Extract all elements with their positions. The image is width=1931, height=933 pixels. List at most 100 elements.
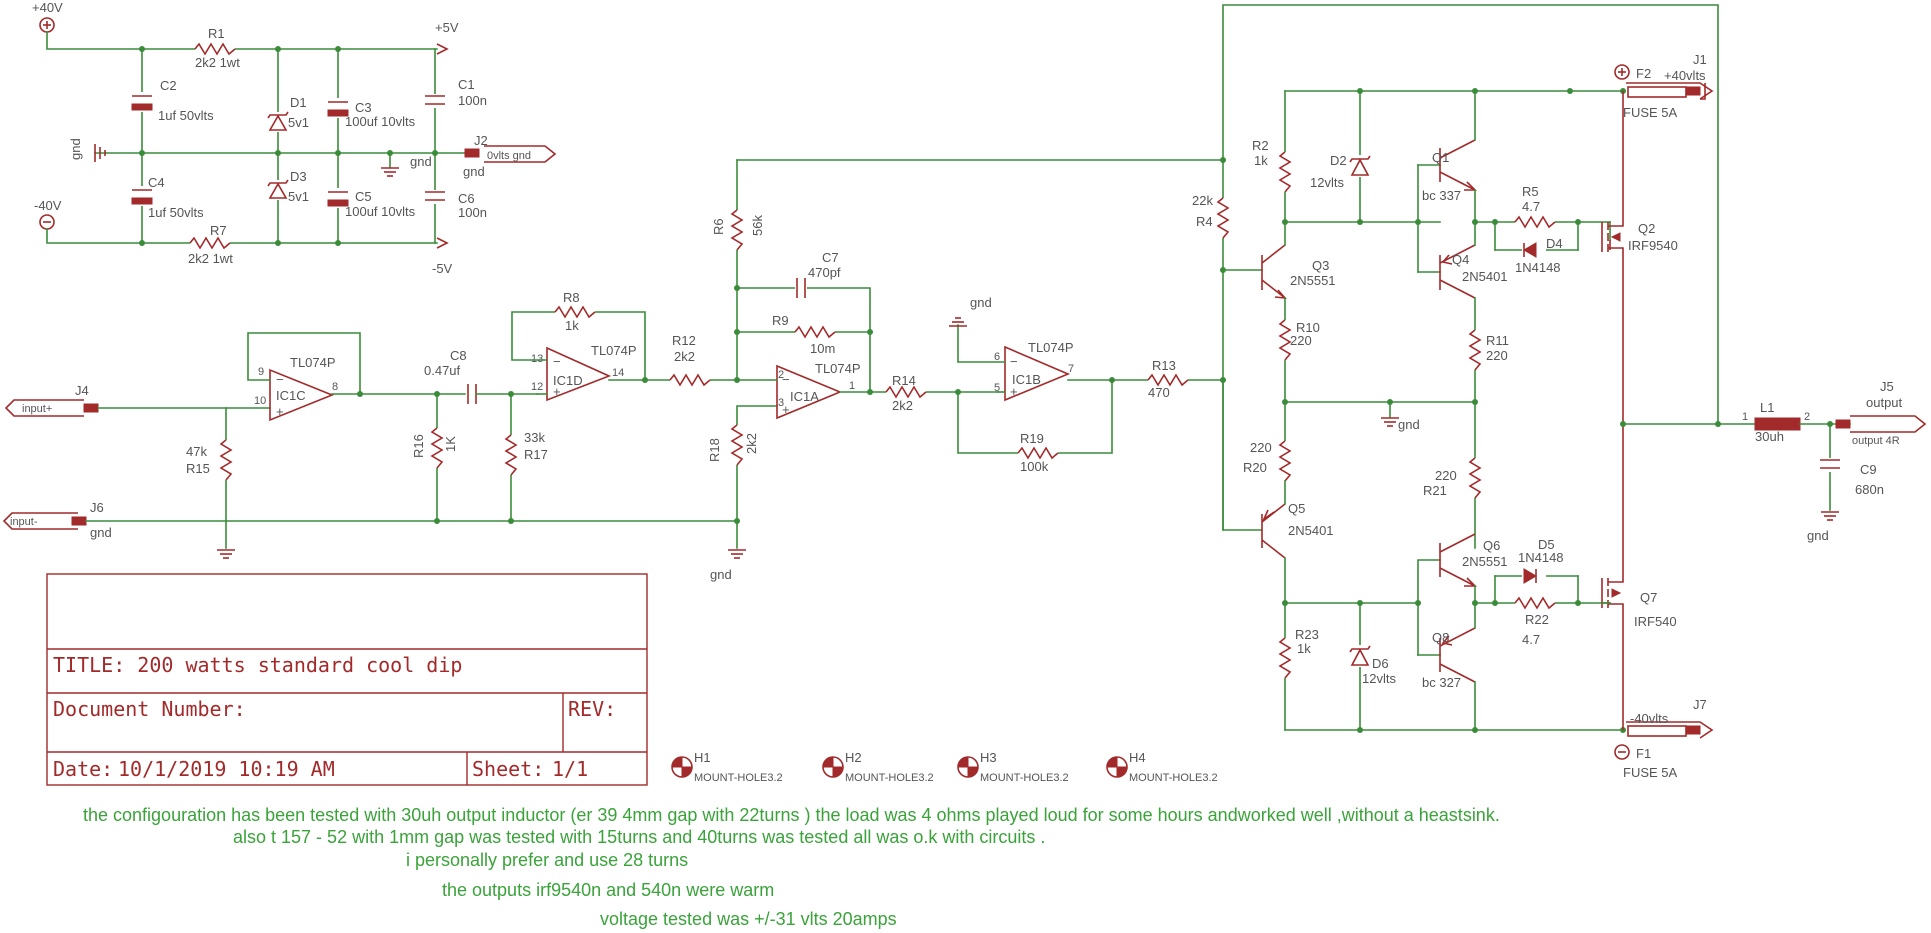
d5-name: D5 [1538,537,1555,552]
d1-name: D1 [290,95,307,110]
f2-name: F2 [1636,66,1651,81]
r6-name: R6 [711,218,726,235]
l1-value: 30uh [1755,429,1784,444]
r16-name: R16 [411,434,426,458]
power-supply-section: +40V +5V R1 2k2 1wt -40V -5V R7 2k2 1wt … [32,0,557,276]
title-block: TITLE: 200 watts standard cool dip Docum… [46,573,648,786]
q1-value: bc 337 [1422,188,1461,203]
j6-connector-icon [71,516,87,526]
gnd-icon-bias [1380,417,1400,427]
ic1c-pin10: 10 [254,395,266,407]
r1-value: 2k2 1wt [195,55,240,70]
ic1d-pin14: 14 [612,367,624,379]
r7-name: R7 [210,223,227,238]
note-line: voltage tested was +/-31 vlts 20amps [600,909,897,929]
h1-name: H1 [694,750,711,765]
ic1d-pin12: 12 [531,381,543,393]
r20-resistor-icon [1278,440,1292,482]
d1-value: 5v1 [288,115,309,130]
f2-fuse-icon [1627,86,1687,98]
r13-name: R13 [1152,358,1176,373]
d4-name: D4 [1546,236,1563,251]
r19-resistor-icon [1017,446,1059,460]
j7-name: J7 [1693,697,1707,712]
j6-name: J6 [90,500,104,515]
ic1d-part: TL074P [591,343,637,358]
r8-value: 1k [565,318,579,333]
r19-name: R19 [1020,431,1044,446]
r2-value: 1k [1254,153,1268,168]
r6-resistor-icon [730,209,744,251]
h4-part: MOUNT-HOLE3.2 [1129,772,1218,784]
q4-value: 2N5401 [1462,269,1508,284]
r20-value: 220 [1250,440,1272,455]
input-stage-section: input+ J4 input- J6 gnd 47k R15 TL074P I… [2,159,1224,582]
d5-value: 1N4148 [1518,550,1564,565]
plus-5v-label: +5V [435,20,459,35]
date-label: Date: [53,757,113,781]
d6-value: 12vlts [1362,671,1396,686]
j4-label: input+ [22,403,52,415]
gnd-label-bias: gnd [1398,417,1420,432]
r17-resistor-icon [504,434,518,476]
j1-value: +40vlts [1664,68,1706,83]
f1-fuse-icon [1627,725,1687,737]
mount-hole-h1: H1 MOUNT-HOLE3.2 [671,750,783,784]
gnd-icon-r18 [727,549,747,559]
h1-part: MOUNT-HOLE3.2 [694,772,783,784]
q7-name: Q7 [1640,590,1657,605]
r21-value: 220 [1435,468,1457,483]
sheet-label: Sheet: [472,757,544,781]
ic1a-part: TL074P [815,361,861,376]
gnd-icon-c9 [1820,511,1840,521]
r11-value: 220 [1486,348,1508,363]
ic1d-name: IC1D [553,373,583,388]
c5-capacitor-icon [327,199,349,207]
mount-holes: H1 MOUNT-HOLE3.2 H2 MOUNT-HOLE3.2 H3 MOU… [671,750,1218,784]
r23-value: 1k [1297,641,1311,656]
j2-value: 0vlts gnd [487,150,531,162]
r22-name: R22 [1525,612,1549,627]
r13-resistor-icon [1147,373,1189,387]
c1-name: C1 [458,77,475,92]
minus-5v-label: -5V [432,261,453,276]
c9-gnd: gnd [1807,528,1829,543]
l1-name: L1 [1760,400,1774,415]
r4-resistor-icon [1216,197,1230,239]
title-text: TITLE: 200 watts standard cool dip [53,653,462,677]
f2-value: FUSE 5A [1623,105,1678,120]
c3-value: 100uf 10vlts [345,114,416,129]
r21-name: R21 [1423,483,1447,498]
ic1a-pin3: 3 [778,397,784,409]
h3-name: H3 [980,750,997,765]
c4-name: C4 [148,175,165,190]
r7-value: 2k2 1wt [188,251,233,266]
q3-value: 2N5551 [1290,273,1336,288]
r13-value: 470 [1148,385,1170,400]
j6-gnd: gnd [90,525,112,540]
ic1b-pin7: 7 [1068,363,1074,375]
c7-name: C7 [822,250,839,265]
r9-resistor-icon [794,325,836,339]
design-notes: the configouration has been tested with … [83,805,1500,929]
gnd-label-ic1b: gnd [970,295,992,310]
gnd-label-r18: gnd [710,567,732,582]
d3-name: D3 [290,169,307,184]
c8-value: 0.47uf [424,363,461,378]
j7-value: -40vlts [1630,711,1669,726]
d2-zener-icon [1350,158,1370,176]
d3-zener-icon [268,182,288,199]
q2-name: Q2 [1638,221,1655,236]
d4-diode-icon [1523,242,1537,258]
minus-40v-label: -40V [34,198,62,213]
c2-value: 1uf 50vlts [158,108,214,123]
note-line: i personally prefer and use 28 turns [406,850,688,870]
r22-resistor-icon [1514,596,1556,610]
r4-value: 22k [1192,193,1213,208]
r23-resistor-icon [1278,637,1292,679]
j4-name: J4 [75,383,89,398]
note-line: the outputs irf9540n and 540n were warm [442,880,774,900]
c2-name: C2 [160,78,177,93]
j2-gnd: gnd [463,164,485,179]
r14-name: R14 [892,373,916,388]
